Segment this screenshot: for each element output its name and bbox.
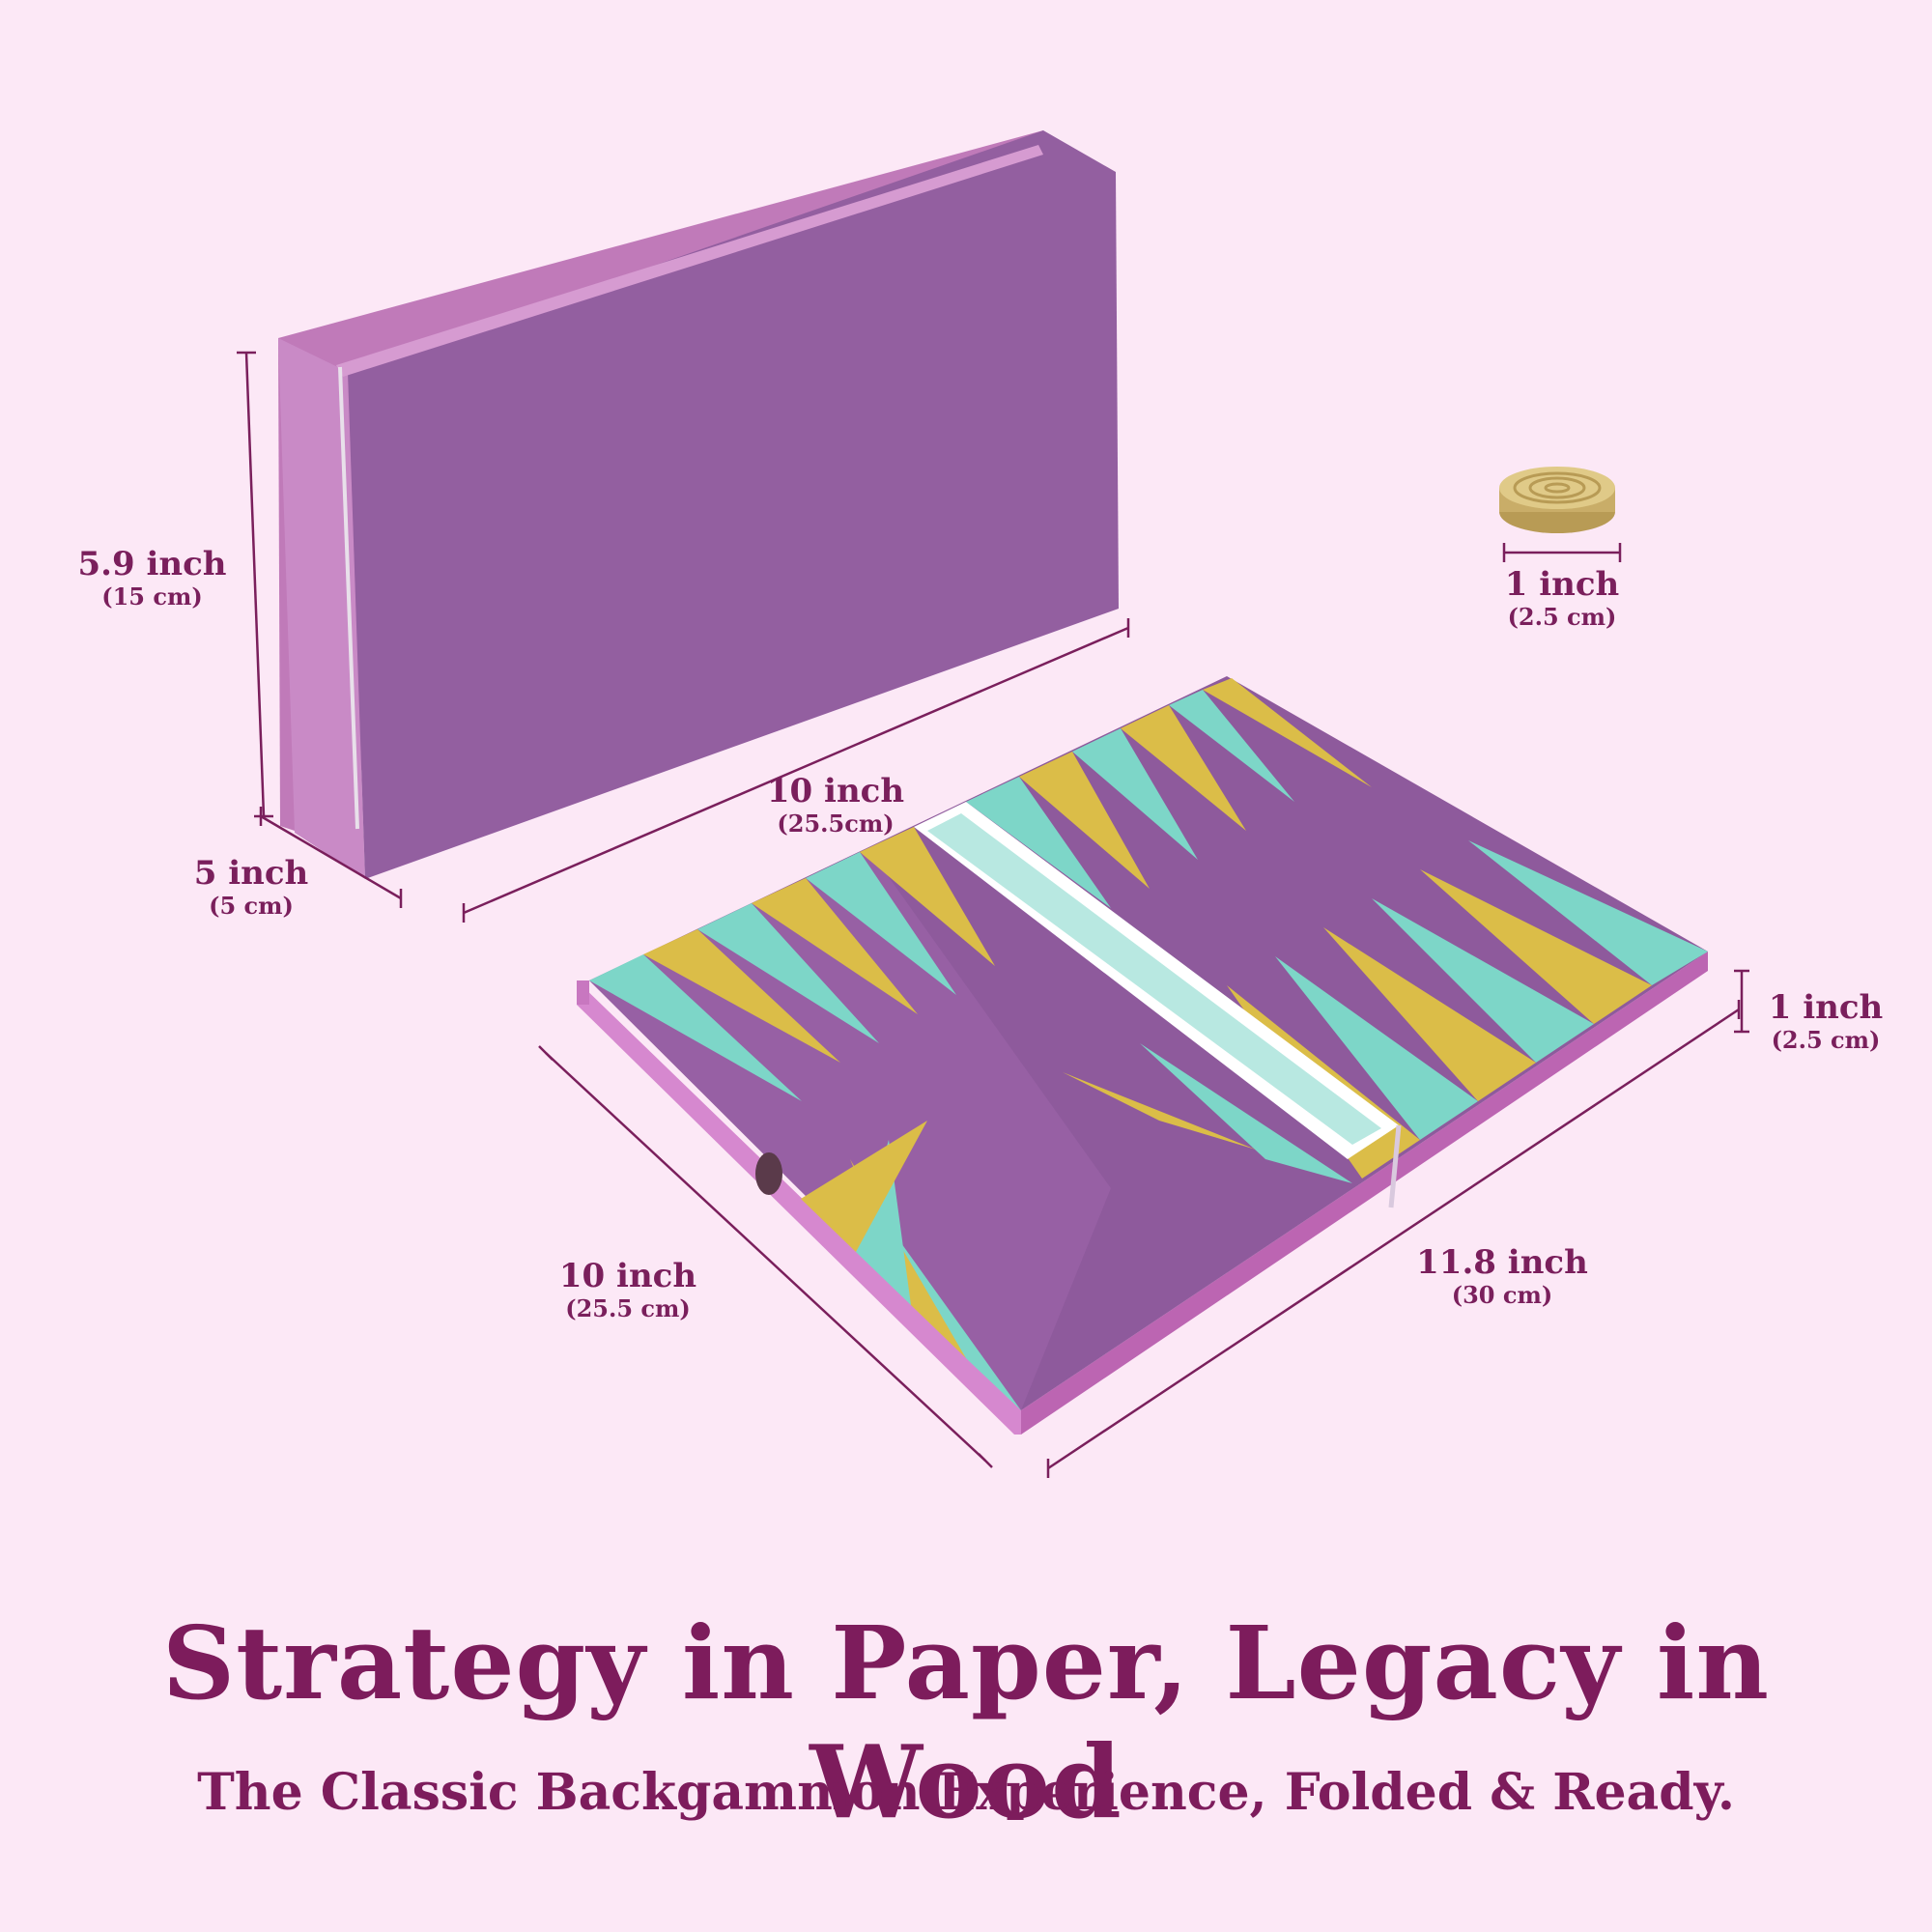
headline: Strategy in Paper, Legacy in Wood bbox=[161, 1604, 1771, 1841]
checker-piece bbox=[1499, 467, 1615, 533]
board-thickness-label: 1 inch (2.5 cm) bbox=[1739, 988, 1913, 1055]
box-top-face bbox=[348, 130, 1119, 879]
dimension-lines bbox=[237, 351, 1749, 1478]
box-seam bbox=[338, 366, 359, 830]
board-width-cm: (30 cm) bbox=[1451, 1281, 1553, 1310]
box-height-inch: 5.9 inch bbox=[77, 545, 227, 583]
board-base-right bbox=[1021, 952, 1708, 1435]
box-length-inch: 10 inch bbox=[766, 772, 905, 810]
board-thickness-cm: (2.5 cm) bbox=[1771, 1026, 1881, 1055]
board-clasp bbox=[755, 1152, 782, 1195]
box-height-label: 5.9 inch (15 cm) bbox=[48, 545, 256, 611]
board-depth-cm: (25.5 cm) bbox=[565, 1294, 691, 1323]
board-thickness-inch: 1 inch bbox=[1768, 988, 1884, 1027]
box-length-cm: (25.5cm) bbox=[777, 810, 895, 838]
board-base-front bbox=[577, 980, 1021, 1435]
box-lid-edge bbox=[336, 145, 1043, 377]
box-length-label: 10 inch (25.5cm) bbox=[744, 772, 927, 838]
tagline: The Classic Backgammon Experience, Folde… bbox=[197, 1763, 1735, 1822]
board-width-label: 11.8 inch (30 cm) bbox=[1396, 1243, 1608, 1310]
closed-box bbox=[278, 130, 1119, 879]
box-height-cm: (15 cm) bbox=[101, 582, 203, 611]
board-hinge bbox=[1388, 1124, 1402, 1208]
board-center-bar-pattern bbox=[927, 813, 1381, 1145]
board-depth-inch: 10 inch bbox=[558, 1257, 697, 1295]
backgammon-board bbox=[577, 676, 1708, 1435]
box-depth-cm: (5 cm) bbox=[209, 892, 294, 921]
board-depth-label: 10 inch (25.5 cm) bbox=[536, 1257, 720, 1323]
board-points-far bbox=[589, 678, 1372, 1101]
checker-diameter-label: 1 inch (2.5 cm) bbox=[1465, 565, 1659, 632]
box-depth-inch: 5 inch bbox=[193, 854, 309, 893]
board-width-inch: 11.8 inch bbox=[1416, 1243, 1588, 1282]
checker-diameter-inch: 1 inch bbox=[1504, 565, 1620, 604]
checker-diameter-cm: (2.5 cm) bbox=[1507, 603, 1617, 632]
board-base-left bbox=[577, 980, 589, 1005]
box-depth-label: 5 inch (5 cm) bbox=[164, 854, 338, 921]
